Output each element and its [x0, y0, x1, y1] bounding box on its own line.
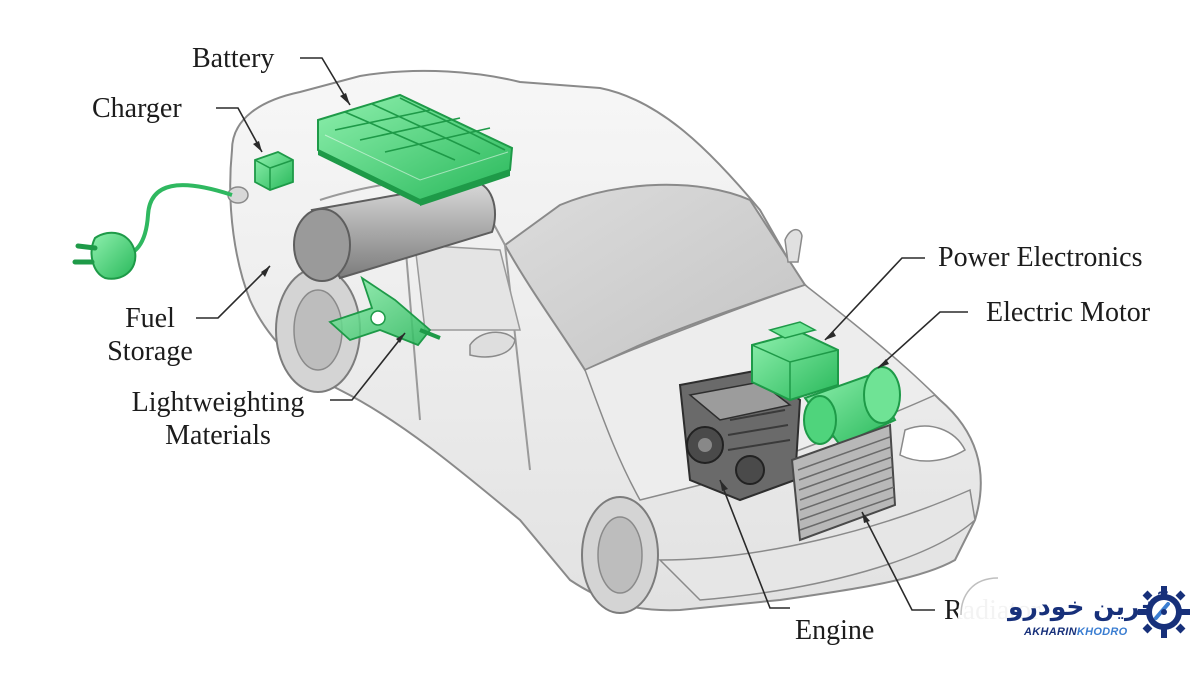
front-bumper — [658, 488, 976, 601]
label-lightweighting: Lightweighting Materials — [108, 386, 328, 452]
power-electronics-box — [751, 321, 839, 402]
wheels — [275, 267, 659, 614]
logo-english-part1: AKHARIN — [1024, 626, 1077, 638]
charging-plug — [72, 183, 233, 280]
leader-arrowheads — [253, 93, 889, 523]
electric-motor — [803, 366, 901, 447]
battery-pack — [317, 93, 514, 206]
label-battery: Battery — [192, 43, 275, 74]
label-engine: Engine — [795, 615, 875, 646]
leader-lines — [196, 57, 968, 611]
label-lightweighting-line2: Materials — [165, 420, 271, 451]
leader-power-electronics — [824, 257, 925, 341]
label-fuel-storage-line2: Storage — [107, 336, 193, 367]
label-lightweighting-line1: Lightweighting — [131, 387, 305, 418]
charger-unit — [254, 151, 294, 191]
leader-fuel-storage — [196, 265, 271, 319]
side-window — [414, 244, 521, 331]
leader-charger — [216, 107, 263, 153]
label-fuel-storage: Fuel Storage — [100, 302, 200, 368]
label-charger: Charger — [92, 93, 182, 124]
leader-radiator — [861, 511, 935, 611]
logo-english-part2: KHODRO — [1076, 626, 1128, 638]
logo-persian-text: آخرین خودرو — [1008, 592, 1168, 621]
leader-electric-motor — [877, 311, 968, 369]
windshield — [503, 183, 807, 372]
headlight — [899, 425, 966, 462]
label-electric-motor: Electric Motor — [986, 297, 1151, 328]
leader-battery — [300, 57, 351, 106]
lightweighting-part — [328, 275, 441, 347]
gear-gauge-icon — [1138, 586, 1190, 638]
leader-engine — [719, 479, 790, 609]
side-mirror — [469, 331, 516, 358]
logo-background — [958, 576, 1200, 654]
fuel-tank — [293, 180, 496, 282]
label-power-electronics: Power Electronics — [938, 242, 1143, 273]
label-fuel-storage-line1: Fuel — [125, 303, 175, 334]
akharin-khodro-logo: آخرین خودرو AKHARINKHODRO — [958, 576, 1200, 654]
radiator — [790, 423, 897, 542]
logo-english-text: AKHARINKHODRO — [1024, 626, 1128, 638]
leader-lightweighting — [330, 332, 406, 401]
